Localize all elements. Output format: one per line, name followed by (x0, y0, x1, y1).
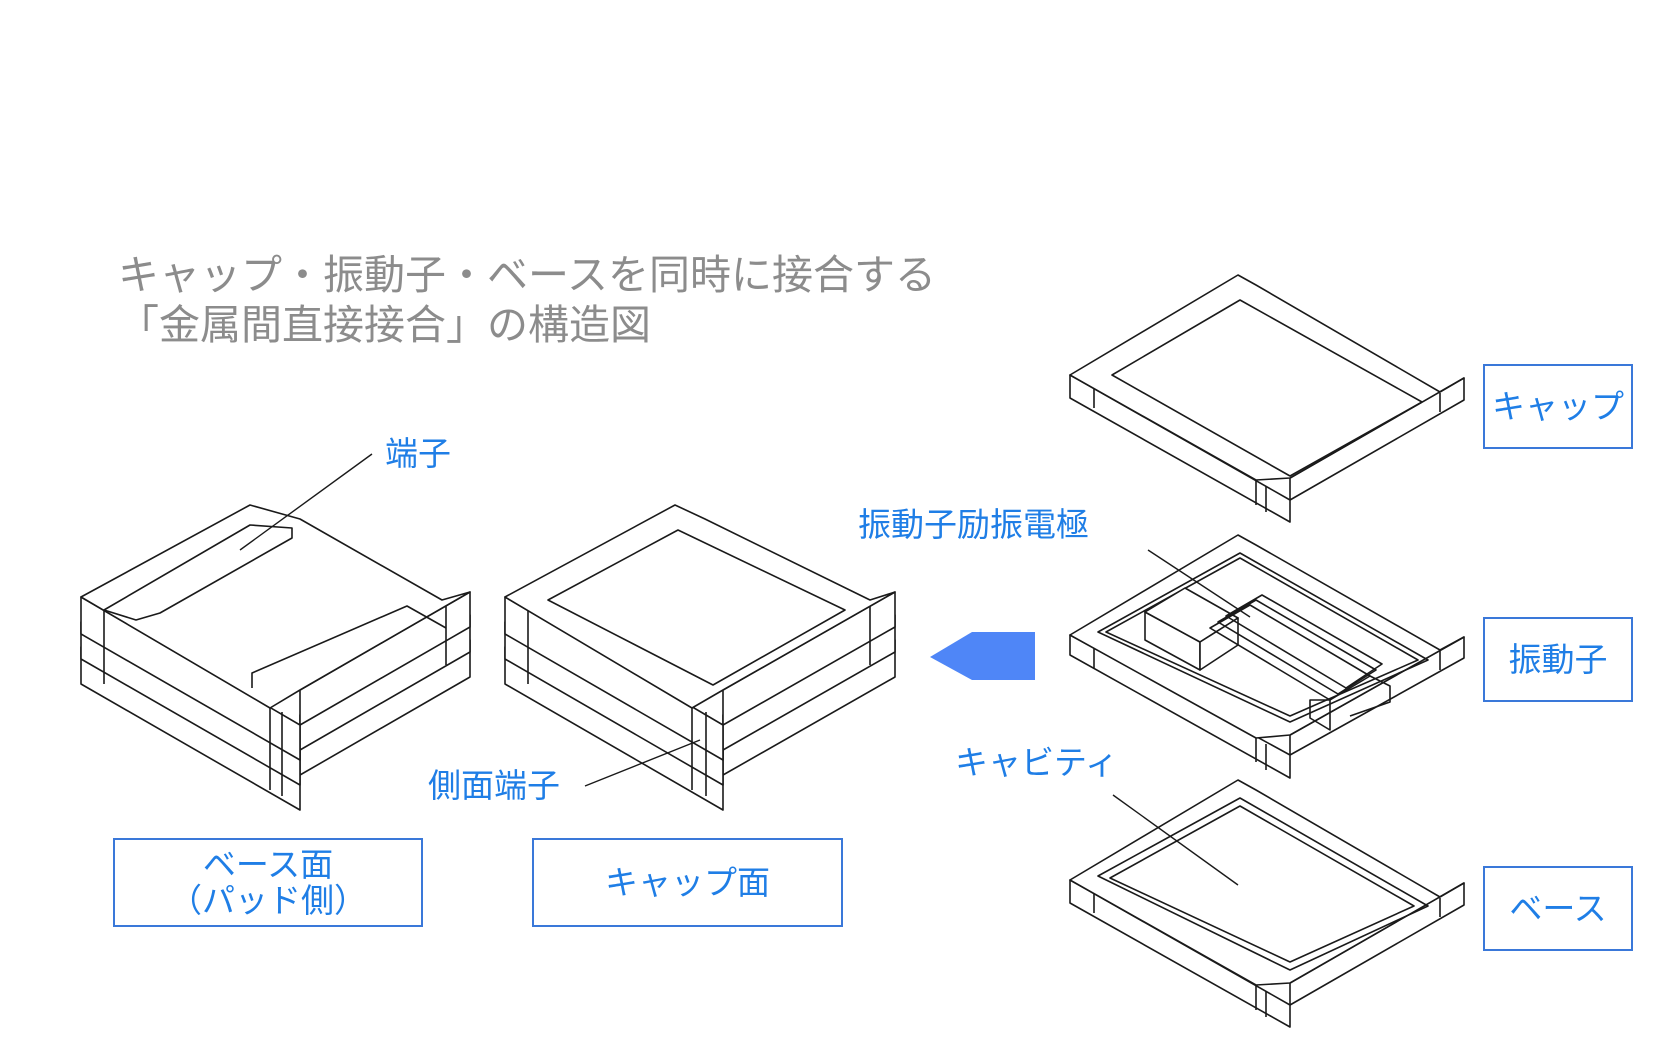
vibrator-caption: 振動子 (1508, 639, 1608, 679)
side-terminal-label: 側面端子 (428, 766, 560, 805)
base-caption: ベース (1509, 888, 1607, 928)
page-title: キャップ・振動子・ベースを同時に接合する 「金属間直接接合」の構造図 (118, 250, 936, 350)
base-box: ベース (1483, 866, 1633, 951)
cap-face-box: キャップ面 (532, 838, 843, 927)
cap-box: キャップ (1483, 364, 1633, 449)
electrode-leader (1147, 549, 1251, 618)
cavity-leader (1112, 794, 1239, 886)
stack-cap-face (504, 504, 896, 811)
exploded-base (1069, 779, 1465, 1028)
terminal-leader (239, 453, 373, 551)
base-face-subcaption: （パッド側） (169, 880, 367, 920)
cap-face-caption: キャップ面 (605, 862, 770, 902)
cavity-label: キャビティ (955, 743, 1119, 782)
exploded-vibrator (1069, 534, 1465, 779)
exploded-cap (1069, 274, 1465, 523)
title-line-2: 「金属間直接接合」の構造図 (118, 301, 651, 349)
side-terminal-leader (584, 739, 701, 787)
vibrator-box: 振動子 (1483, 617, 1633, 702)
base-face-box: ベース面 （パッド側） (113, 838, 423, 927)
title-line-1: キャップ・振動子・ベースを同時に接合する (118, 251, 936, 299)
arrow-left-icon (930, 632, 1035, 680)
cap-caption: キャップ (1492, 386, 1624, 426)
electrode-label: 振動子励振電極 (858, 505, 1089, 544)
base-face-caption: ベース面 (202, 844, 334, 884)
stack-base-face (80, 504, 471, 811)
terminal-label: 端子 (385, 434, 451, 473)
